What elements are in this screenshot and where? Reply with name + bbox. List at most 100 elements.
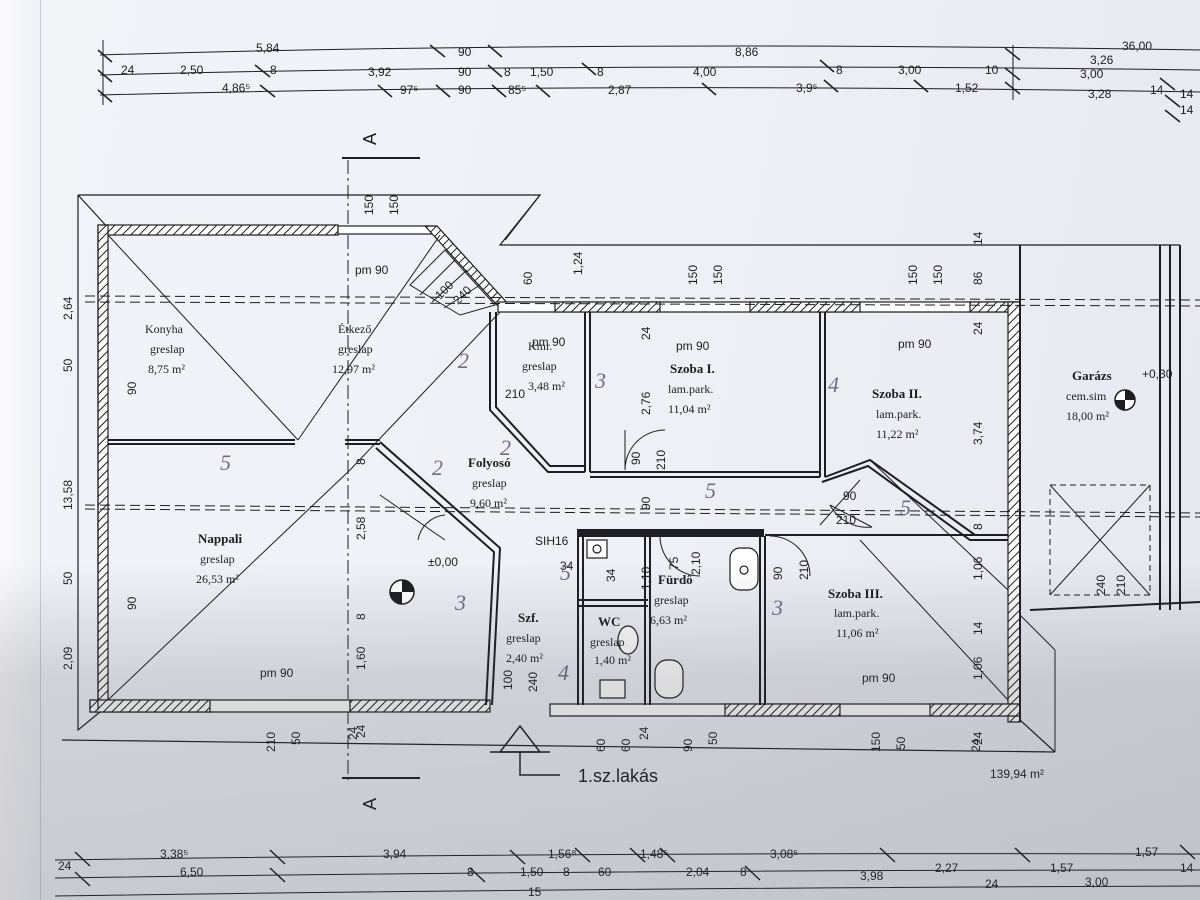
dim-top-r3-7: 3,28 xyxy=(1088,87,1112,101)
kmr-door-width: 210 xyxy=(505,387,525,401)
section-letter-top: A xyxy=(360,133,380,145)
hand-note-9: 5 xyxy=(900,495,911,520)
vdim-s1-0: 24 xyxy=(639,326,653,340)
dim-top-r3-4: 2,87 xyxy=(608,83,632,97)
vdim-open-3: 150 xyxy=(711,265,725,285)
hand-note-0: 2 xyxy=(458,348,469,373)
roof-hip-lines xyxy=(107,234,1151,752)
vdim-left-1: 50 xyxy=(61,358,75,372)
dim-bot-r2-4: 8 xyxy=(563,865,570,879)
bot-open-3: 100 xyxy=(501,670,515,690)
vdim-left-4: 2,09 xyxy=(61,646,75,670)
dim-bot-r1-4: 3,08⁵ xyxy=(770,847,798,861)
bot-open-7: 24 xyxy=(637,726,651,740)
room-name-szoba-2: Szoba II. xyxy=(872,386,922,401)
bath-dim-1: 34 xyxy=(604,568,618,582)
vdim-left-inner-0: 90 xyxy=(125,381,139,395)
dim-top-r1-0: 5,84 xyxy=(256,41,280,55)
bath-dim-0: 34 xyxy=(560,559,574,573)
room-area-etkezo: 12,97 m² xyxy=(332,362,375,376)
vdim-s1-1: 2,76 xyxy=(639,391,653,415)
garage-level-label: +0,30 xyxy=(1142,367,1173,381)
dim-bot-r3-0: 15 xyxy=(528,885,542,899)
dim-bot-r2-11: 1,57 xyxy=(1050,861,1074,875)
room-name-szoba-1: Szoba I. xyxy=(670,361,715,376)
vdim-left-inner-1: 90 xyxy=(125,596,139,610)
hand-note-5: 4 xyxy=(558,660,569,685)
dim-bot-r2-6: 2,04 xyxy=(686,865,710,879)
vdim-c-1: 150 xyxy=(387,195,401,215)
dim-top-r2-2: 8 xyxy=(270,63,277,77)
hand-note-11: 3 xyxy=(771,595,783,620)
dim-top-r3-1: 97⁵ xyxy=(400,83,418,97)
room-folyoso: Folyosó greslap 9,60 m² xyxy=(468,455,511,510)
exterior-walls xyxy=(89,224,1021,723)
room-area-szf: 2,40 m² xyxy=(506,651,543,665)
dim-top-r3-3: 85⁵ xyxy=(508,83,526,97)
room-name-konyha: Konyha xyxy=(145,322,184,336)
dim-top-r2-11: 10 xyxy=(985,63,999,77)
room-name-szoba-3: Szoba III. xyxy=(828,586,883,601)
dim-bot-r2-9: 2,27 xyxy=(935,861,959,875)
section-mark-bottom: A xyxy=(342,777,420,810)
vdim-c-6: 24 xyxy=(354,724,368,738)
bath-dim-2: 1,10 xyxy=(639,566,653,590)
dim-top-r2-6: 1,50 xyxy=(530,65,554,79)
dim-top-r3-6: 1,52 xyxy=(955,81,979,95)
hand-note-2: 2 xyxy=(432,455,443,480)
door-swings xyxy=(379,429,873,577)
vdim-r-2: 8 xyxy=(971,523,985,530)
room-floor-szoba-1: lam.park. xyxy=(668,382,713,396)
dim-top-r1-4: 3,26 xyxy=(1090,53,1114,67)
room-name-szf: Szf. xyxy=(518,610,539,625)
hand-note-7: 5 xyxy=(705,478,716,503)
room-area-nappali: 26,53 m² xyxy=(196,572,239,586)
s2-door-height: 210 xyxy=(836,513,856,527)
room-furdo: Fürdő greslap 6,63 m² xyxy=(650,572,693,627)
dim-top-r2-9: 8 xyxy=(836,63,843,77)
vdim-r-6: 24 xyxy=(971,731,985,745)
vdim-r-4: 14 xyxy=(971,621,985,635)
room-floor-szoba-3: lam.park. xyxy=(834,606,879,620)
apartment-label: 1.sz.lakás xyxy=(578,766,658,786)
room-kmr: Kmr. greslap 3,48 m² xyxy=(522,339,565,393)
dim-bot-r2-0: 24 xyxy=(58,859,72,873)
stair-flight xyxy=(409,249,496,316)
room-area-folyoso: 9,60 m² xyxy=(470,496,507,510)
vdim-open-2: 150 xyxy=(686,265,700,285)
room-konyha: Konyha greslap 8,75 m² xyxy=(145,322,185,376)
hand-note-1: 2 xyxy=(500,435,511,460)
dim-top-r2-8: 4,00 xyxy=(693,65,717,79)
vdim-s1-3: 210 xyxy=(654,450,668,470)
dim-top-r2-5: 8 xyxy=(504,65,511,79)
room-floor-szf: greslap xyxy=(506,631,541,645)
room-area-kmr: 3,48 m² xyxy=(528,379,565,393)
vdim-open-4: 150 xyxy=(906,265,920,285)
level-marker xyxy=(389,389,1136,605)
vdim-s1-2: 90 xyxy=(629,451,643,465)
bot-open-11: 50 xyxy=(894,736,908,750)
dim-top-r2-3: 3,92 xyxy=(368,65,392,79)
room-name-etkezo: Étkező xyxy=(338,322,371,336)
dim-bot-r2-1: 6,50 xyxy=(180,865,204,879)
top-dimension-values: 5,84 90 8,86 36,00 3,26 24 2,50 8 3,92 9… xyxy=(121,39,1194,117)
dim-bot-r1-1: 3,94 xyxy=(383,847,407,861)
room-wc: WC greslap 1,40 m² xyxy=(590,614,631,667)
dim-top-r2-7: 8 xyxy=(597,65,604,79)
vdim-r-5: 1,06 xyxy=(971,656,985,680)
bot-open-2: 24 xyxy=(346,726,360,740)
vdim-left-3: 50 xyxy=(61,571,75,585)
roof-outline xyxy=(61,194,1180,753)
room-garazs: Garázs cem.sim 18,00 m² xyxy=(1066,368,1112,423)
dim-bot-r2-3: 1,50 xyxy=(520,865,544,879)
dim-top-r3-5: 3,9⁵ xyxy=(796,81,818,95)
room-name-nappali: Nappali xyxy=(198,531,242,546)
hand-note-3: 5 xyxy=(220,450,231,475)
room-name-wc: WC xyxy=(598,614,620,629)
room-name-folyoso: Folyosó xyxy=(468,455,511,470)
vertical-dimension-values: 2,64 50 13,58 50 2,09 90 90 150 150 8 2,… xyxy=(61,195,1128,752)
vdim-open-6: 86 xyxy=(971,271,985,285)
bot-open-10: 150 xyxy=(869,732,883,752)
top-dimension-lines xyxy=(97,40,1200,123)
room-area-furdo: 6,63 m² xyxy=(650,613,687,627)
